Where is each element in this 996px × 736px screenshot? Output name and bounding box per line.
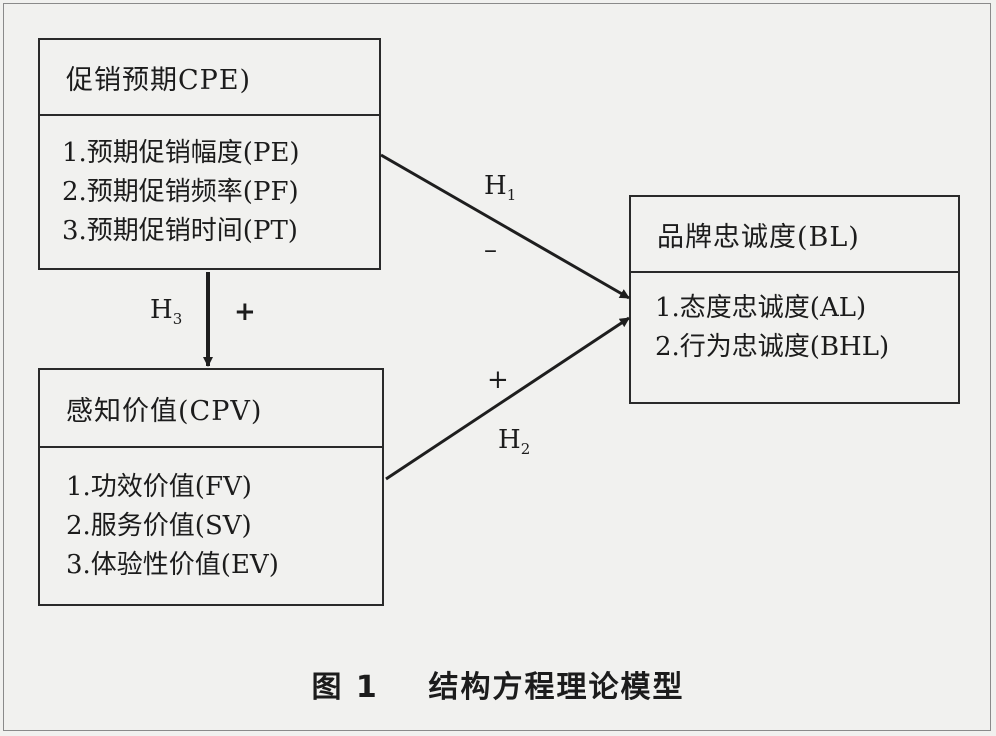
promotion-expectation-items: 1.预期促销幅度(PE) 2.预期促销频率(PF) 3.预期促销时间(PT) xyxy=(40,116,379,268)
h3-label: H3 xyxy=(150,295,183,328)
arrow-h2 xyxy=(385,316,630,481)
perceived-value-items: 1.功效价值(FV) 2.服务价值(SV) 3.体验性价值(EV) xyxy=(40,448,382,604)
figure-title: 结构方程理论模型 xyxy=(428,670,685,705)
h3-sign: + xyxy=(234,297,256,327)
list-item: 1.预期促销幅度(PE) xyxy=(62,138,300,168)
promotion-expectation-box: 促销预期CPE) 1.预期促销幅度(PE) 2.预期促销频率(PF) 3.预期促… xyxy=(38,38,381,270)
figure-caption: 图 1 结构方程理论模型 xyxy=(0,662,996,706)
perceived-value-title: 感知价值(CPV) xyxy=(40,370,382,448)
figure-number: 图 1 xyxy=(311,670,379,705)
list-item: 3.体验性价值(EV) xyxy=(66,550,279,580)
list-item: 1.态度忠诚度(AL) xyxy=(655,293,867,323)
list-item: 2.服务价值(SV) xyxy=(66,511,252,541)
brand-loyalty-items: 1.态度忠诚度(AL) 2.行为忠诚度(BHL) xyxy=(631,273,958,402)
h2-label: H2 xyxy=(498,425,531,458)
list-item: 3.预期促销时间(PT) xyxy=(62,216,298,246)
h2-sign: + xyxy=(487,365,509,395)
list-item: 1.功效价值(FV) xyxy=(66,472,252,502)
page-frame xyxy=(3,3,991,731)
list-item: 2.预期促销频率(PF) xyxy=(62,177,299,207)
list-item: 2.行为忠诚度(BHL) xyxy=(655,332,890,362)
perceived-value-box: 感知价值(CPV) 1.功效价值(FV) 2.服务价值(SV) 3.体验性价值(… xyxy=(38,368,384,606)
brand-loyalty-box: 品牌忠诚度(BL) 1.态度忠诚度(AL) 2.行为忠诚度(BHL) xyxy=(629,195,960,404)
brand-loyalty-title: 品牌忠诚度(BL) xyxy=(631,197,958,273)
promotion-expectation-title: 促销预期CPE) xyxy=(40,40,379,116)
h1-sign: – xyxy=(484,235,497,265)
h1-label: H1 xyxy=(484,171,517,204)
arrow-h1 xyxy=(380,153,630,300)
